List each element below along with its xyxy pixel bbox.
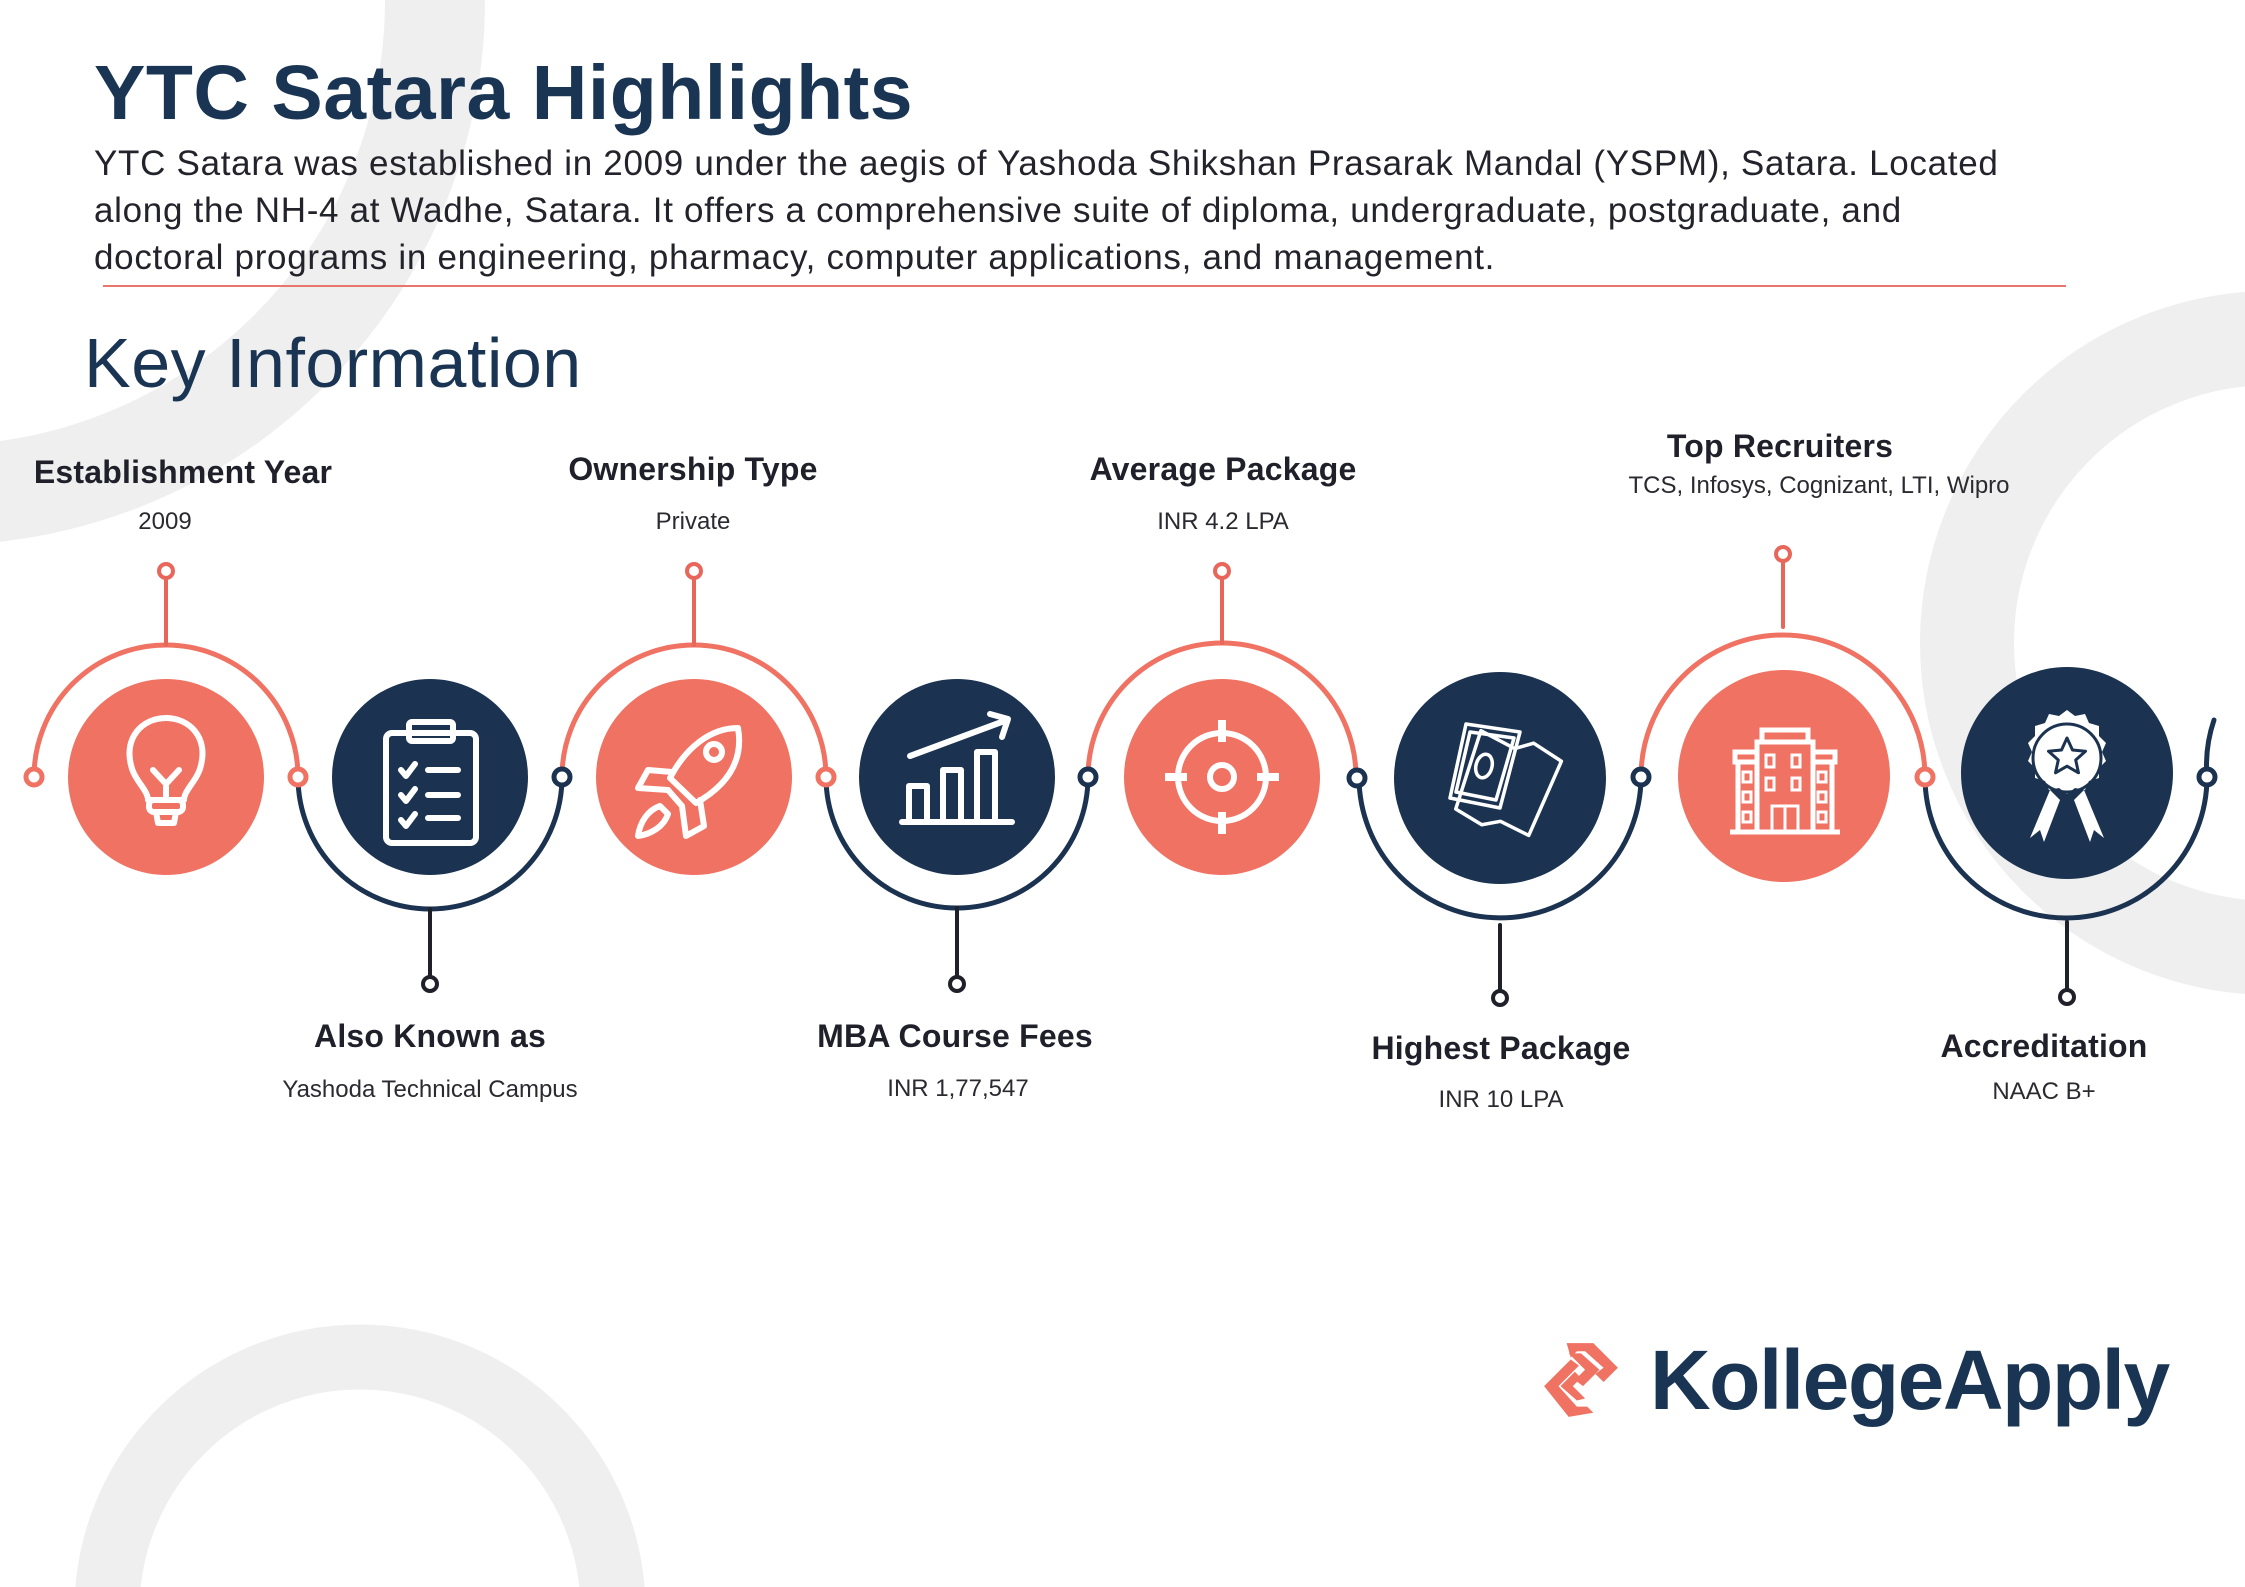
stem-dot [948, 975, 966, 993]
intro-line: YTC Satara was established in 2009 under… [94, 144, 1999, 183]
junction-dot [287, 766, 309, 788]
stem-dot [1491, 989, 1509, 1007]
item-value-highest-package: INR 10 LPA [1438, 1086, 1564, 1113]
background-ring-right [1920, 292, 2245, 994]
item-value-establishment-year: 2009 [138, 508, 192, 535]
divider-line [103, 285, 2066, 287]
intro-line: doctoral programs in engineering, pharma… [94, 238, 1496, 277]
stem-dot [1774, 545, 1792, 563]
timeline-circle-top-recruiters [1678, 670, 1890, 882]
junction-dot [1077, 766, 1099, 788]
brand-logo: KollegeApply [1540, 1330, 2170, 1430]
junction-dot [1914, 766, 1936, 788]
item-heading-top-recruiters: Top Recruiters [1666, 428, 1894, 464]
item-heading-establishment-year: Establishment Year [33, 454, 333, 490]
intro-paragraph: YTC Satara was established in 2009 under… [94, 140, 2094, 281]
clipboard-checklist-icon [383, 719, 479, 846]
page-title: YTC Satara Highlights [94, 50, 914, 136]
lightbulb-icon [126, 715, 206, 826]
junction-dot [551, 766, 573, 788]
stem-dot [1213, 562, 1231, 580]
junction-dot [1346, 767, 1368, 789]
item-heading-ownership-type: Ownership Type [568, 451, 818, 487]
junction-dot [23, 766, 45, 788]
item-value-ownership-type: Private [655, 508, 731, 535]
item-heading-accreditation: Accreditation [1940, 1028, 2148, 1064]
timeline-circle-highest-package [1394, 672, 1606, 884]
stem-dot [157, 562, 175, 580]
target-icon [1165, 720, 1279, 834]
timeline-arc [1356, 774, 1644, 921]
building-icon [1730, 727, 1840, 835]
item-heading-highest-package: Highest Package [1371, 1030, 1631, 1066]
item-heading-also-known-as: Also Known as [314, 1018, 546, 1054]
junction-dot [2196, 766, 2218, 788]
growth-chart-icon [899, 711, 1015, 825]
stem-dot [685, 562, 703, 580]
background-ring-bottom-left [75, 1324, 645, 1587]
award-badge-icon [2028, 710, 2106, 842]
item-heading-average-package: Average Package [1089, 451, 1357, 487]
timeline-circle-ownership [596, 679, 792, 875]
item-value-also-known-as: Yashoda Technical Campus [282, 1076, 578, 1103]
section-title: Key Information [84, 324, 582, 402]
chevron-logo-icon [1544, 1343, 1618, 1417]
rocket-icon [635, 725, 743, 839]
stem-dot [2058, 988, 2076, 1006]
timeline-circle-establishment [68, 679, 264, 875]
item-value-accreditation: NAAC B+ [1992, 1078, 2096, 1105]
junction-dot [1630, 766, 1652, 788]
intro-line: along the NH-4 at Wadhe, Satara. It offe… [94, 191, 1902, 230]
stem-dot [421, 975, 439, 993]
brand-name: KollegeApply [1650, 1333, 2170, 1427]
junction-dot [815, 766, 837, 788]
money-bills-icon [1448, 722, 1564, 838]
timeline-arc [1638, 632, 1928, 780]
timeline-circle-mba-fees [859, 679, 1055, 875]
item-value-mba-course-fees: INR 1,77,547 [887, 1075, 1029, 1102]
item-heading-mba-course-fees: MBA Course Fees [817, 1018, 1093, 1054]
item-value-average-package: INR 4.2 LPA [1157, 508, 1289, 535]
timeline-arc [1922, 774, 2210, 921]
item-value-top-recruiters: TCS, Infosys, Cognizant, LTI, Wipro [1628, 472, 2010, 499]
timeline-circle-average-package [1124, 679, 1320, 875]
